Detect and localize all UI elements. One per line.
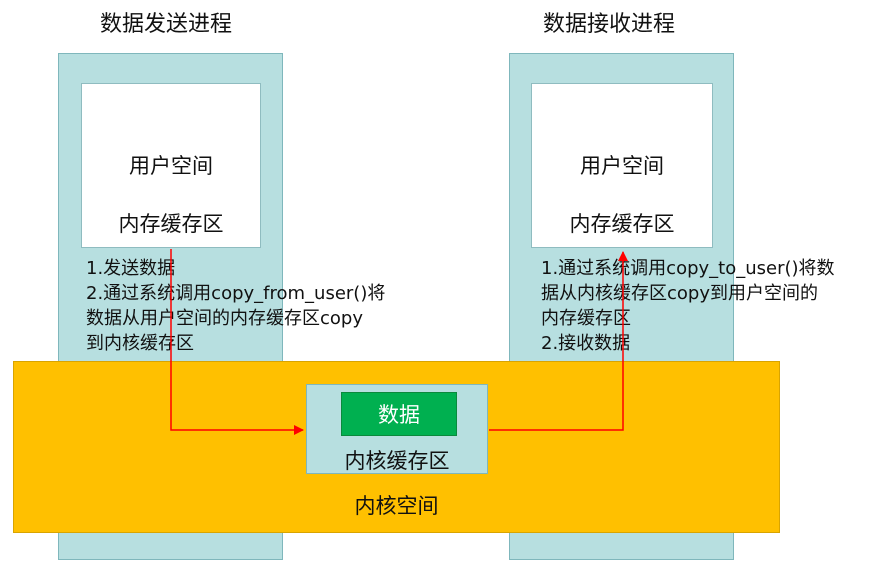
receiver-notes: 1.通过系统调用copy_to_user()将数 据从内核缓存区copy到用户空… [541,256,835,356]
sender-notes: 1.发送数据 2.通过系统调用copy_from_user()将 数据从用户空间… [86,256,385,356]
receiver-memory-buffer-label: 内存缓存区 [569,212,675,236]
receiver-user-space-label: 用户空间 [580,154,664,178]
kernel-space-label: 内核空间 [354,494,439,518]
receiver-user-space: 用户空间 内存缓存区 [531,83,713,248]
receiver-process-title: 数据接收进程 [543,12,676,37]
sender-note-line: 到内核缓存区 [86,333,194,354]
kernel-buffer-label: 内核缓存区 [344,449,450,473]
sender-note-line: 2.通过系统调用copy_from_user()将 [86,283,386,304]
sender-note-line: 1.发送数据 [86,258,176,279]
sender-user-space: 用户空间 内存缓存区 [81,83,261,248]
receiver-note-line: 据从内核缓存区copy到用户空间的 [541,283,818,304]
sender-process-title: 数据发送进程 [100,12,233,37]
copy-to-user-arrow [489,251,628,431]
copy-from-user-arrow [170,249,304,435]
data-block: 数据 [341,392,457,436]
sender-memory-buffer-label: 内存缓存区 [118,212,224,236]
receiver-note-line: 内存缓存区 [541,308,631,329]
receiver-note-line: 1.通过系统调用copy_to_user()将数 [541,258,835,279]
kernel-buffer: 数据 内核缓存区 [306,384,488,474]
receiver-note-line: 2.接收数据 [541,333,631,354]
sender-user-space-label: 用户空间 [129,154,213,178]
sender-note-line: 数据从用户空间的内存缓存区copy [86,308,363,329]
